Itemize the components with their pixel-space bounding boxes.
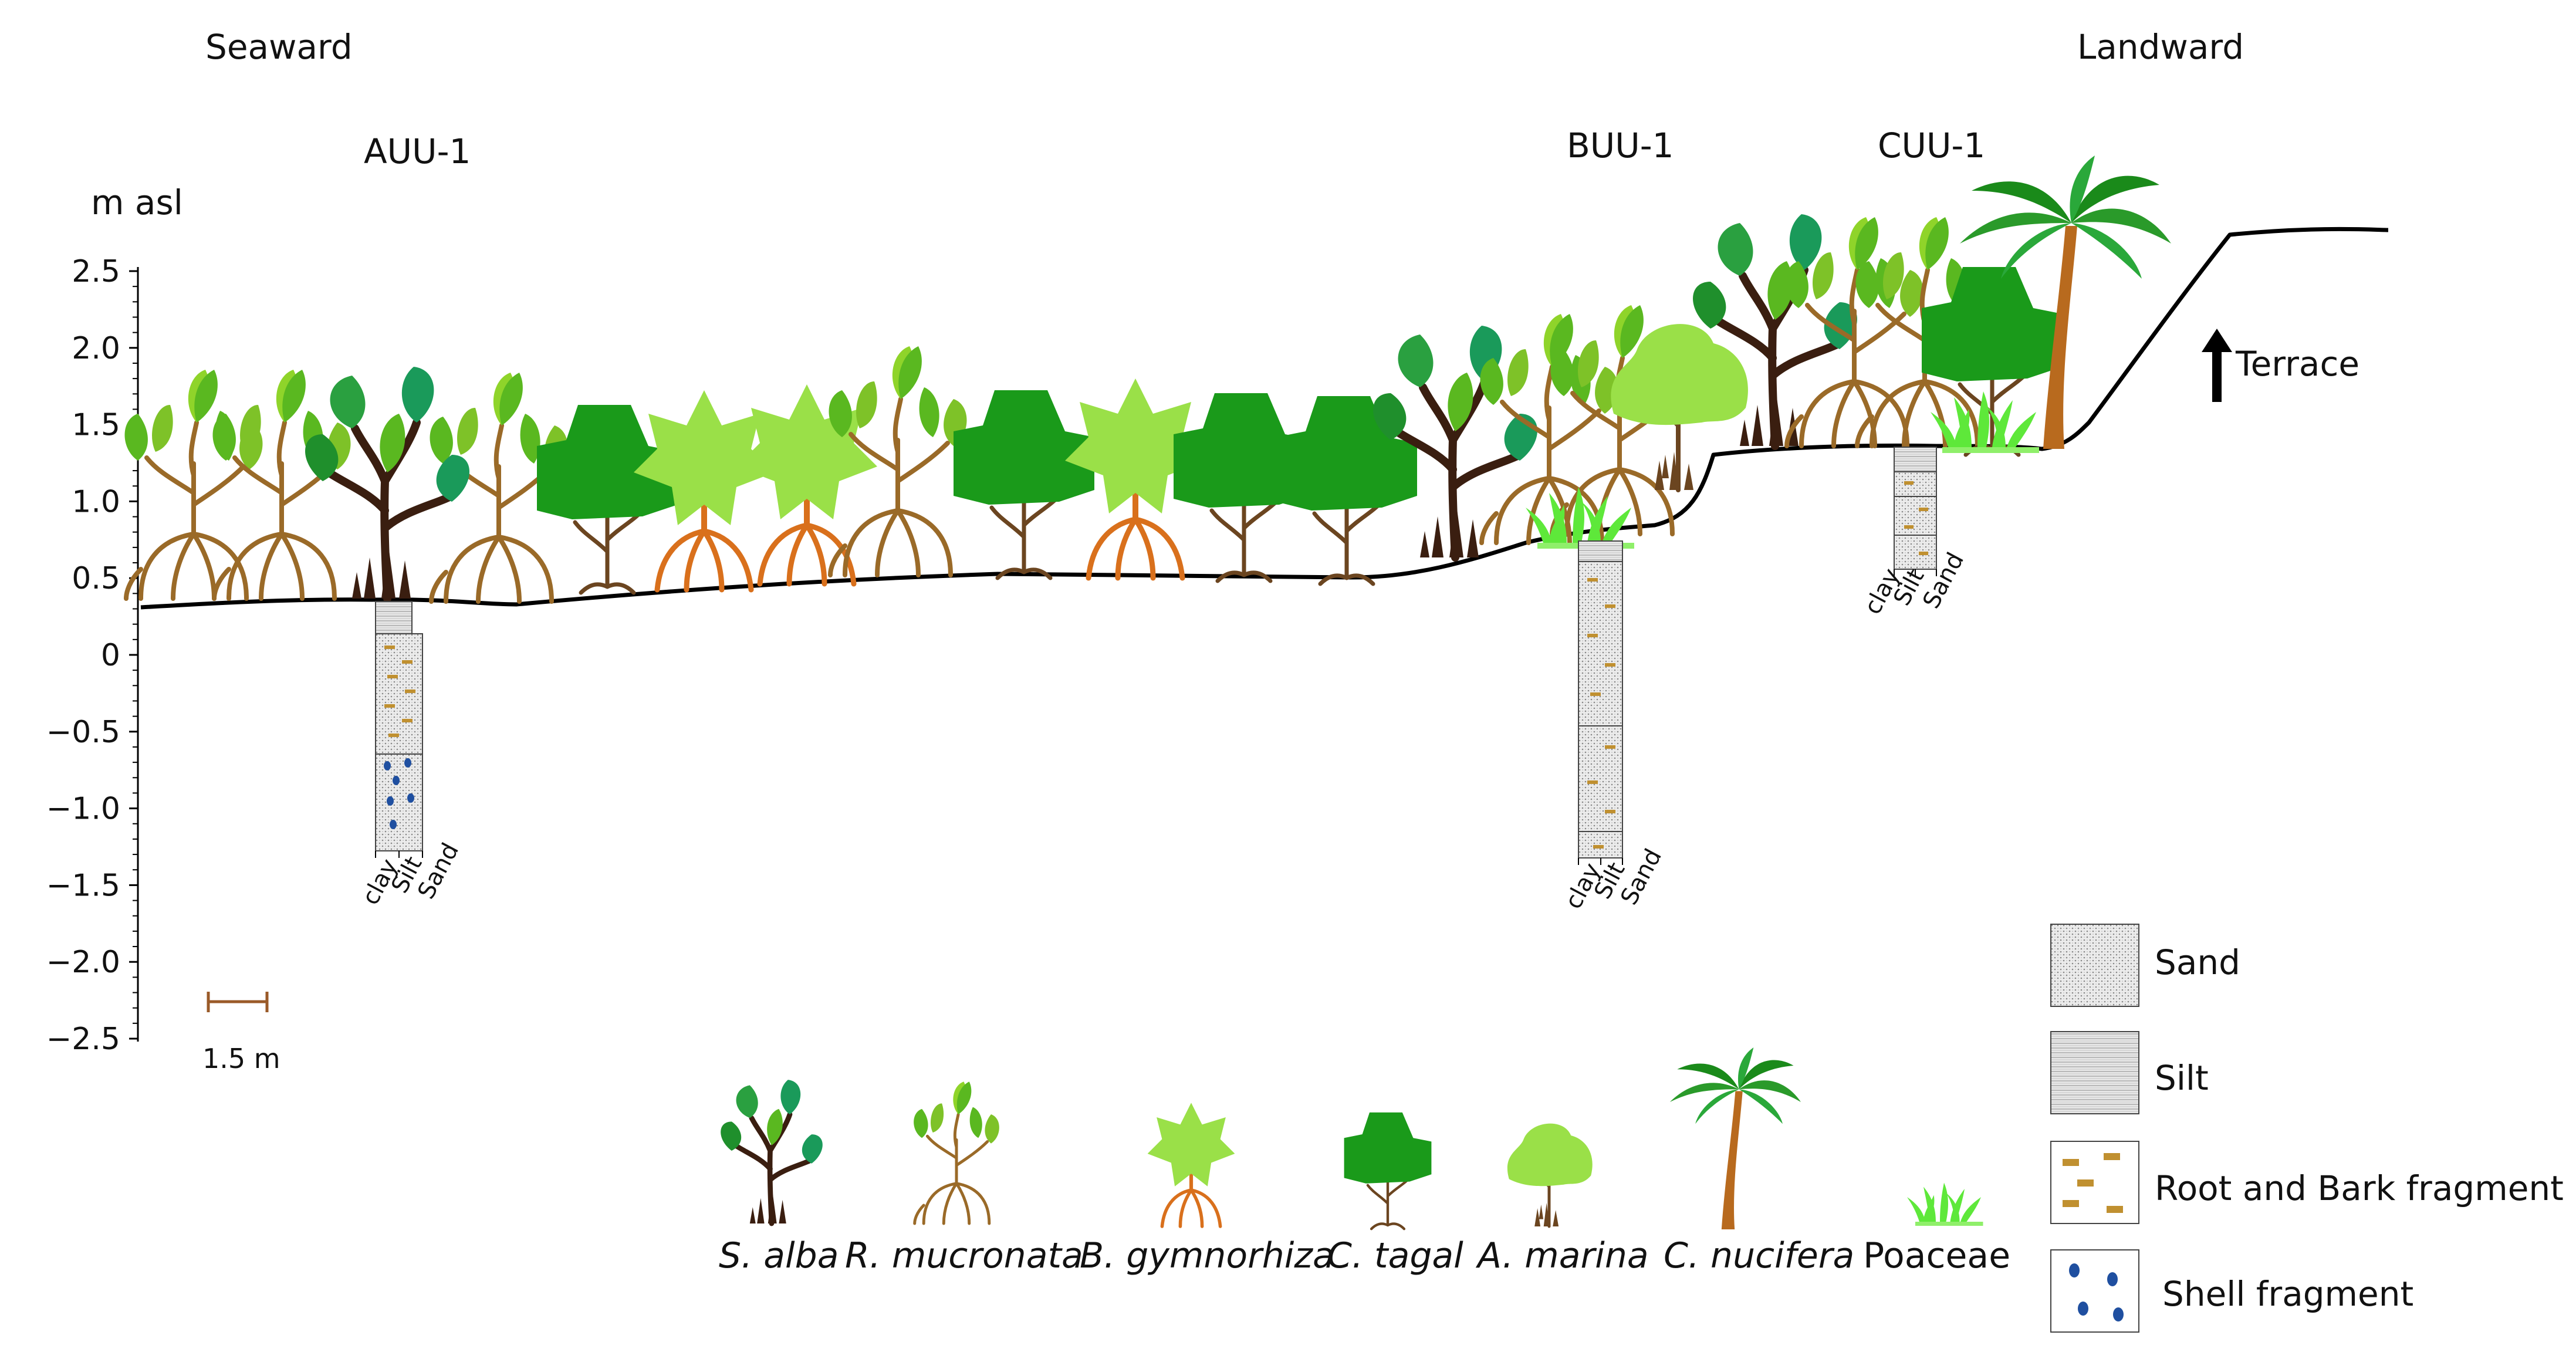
b-gymnorhiza-icon <box>1148 1103 1235 1226</box>
elevation-axis: m asl 2.5 2.0 1.5 1.0 0.5 0 −0.5 −1.0 −1.5 −2.0 −2… <box>46 182 183 1057</box>
s-alba-icon <box>721 1080 823 1223</box>
species-key: S. alba R. mucronata B. gymnorhiza C. ta… <box>719 1047 2010 1276</box>
c-tagal-tree <box>954 390 1094 578</box>
legend-swatch-sand <box>2050 924 2139 1007</box>
root-fragments <box>1904 481 1928 555</box>
scale-bar-label: 1.5 m <box>202 1043 280 1074</box>
poaceae-icon <box>1907 1182 1983 1226</box>
core-cuu1: clay Silt Sand <box>1859 447 1969 619</box>
legend-label-silt: Silt <box>2155 1058 2209 1098</box>
species-label-b-gymnorhiza: B. gymnorhiza <box>1080 1235 1334 1276</box>
seaward-label: Seaward <box>205 27 353 67</box>
site-label-cuu1: CUU-1 <box>1878 126 1985 165</box>
shell-fragments <box>384 758 414 829</box>
legend-swatch-silt <box>2050 1031 2139 1114</box>
axis-tick-label: 2.5 <box>72 254 120 289</box>
legend-label-shell: Shell fragment <box>2162 1274 2413 1314</box>
axis-tick-label: 0.5 <box>72 561 120 596</box>
core-buu1: clay Silt Sand <box>1560 540 1667 914</box>
c-nucifera-icon <box>1669 1047 1801 1229</box>
site-label-auu1: AUU-1 <box>364 131 471 171</box>
b-gymnorhiza-tree <box>736 384 877 584</box>
terrace-label: Terrace <box>2235 344 2359 384</box>
vegetation-profile <box>125 156 2171 601</box>
scale-bar: 1.5 m <box>202 992 280 1074</box>
s-alba-tree <box>305 367 469 599</box>
r-mucronata-tree <box>125 370 263 599</box>
species-label-s-alba: S. alba <box>719 1235 839 1276</box>
axis-tick-label: −1.0 <box>46 792 120 827</box>
species-label-a-marina: A. marina <box>1475 1235 1649 1276</box>
root-fragment-marks <box>2063 1153 2123 1213</box>
axis-tick-label: −1.5 <box>46 868 120 903</box>
landward-label: Landward <box>2077 27 2244 67</box>
legend-label-sand: Sand <box>2155 942 2240 982</box>
species-label-c-tagal: C. tagal <box>1327 1235 1463 1276</box>
species-label-poaceae: Poaceae <box>1863 1235 2010 1276</box>
species-label-r-mucronata: R. mucronata <box>845 1235 1083 1276</box>
c-tagal-icon <box>1344 1113 1432 1229</box>
axis-tick-label: 2.0 <box>72 331 120 366</box>
species-label-c-nucifera: C. nucifera <box>1664 1235 1854 1276</box>
axis-tick-label: −0.5 <box>46 715 120 750</box>
site-label-buu1: BUU-1 <box>1567 126 1674 165</box>
shell-fragment-marks <box>2069 1263 2124 1321</box>
legend-label-root: Root and Bark fragment <box>2155 1168 2564 1208</box>
sediment-legend: Sand Silt Root and Bark fragment Shell f… <box>2050 924 2564 1333</box>
legend-swatch-root <box>2050 1141 2139 1224</box>
r-mucronata-icon <box>914 1081 999 1223</box>
legend-swatch-shell <box>2050 1249 2139 1333</box>
core-auu1: clay Silt Sand <box>357 601 464 910</box>
root-fragments <box>384 645 415 737</box>
up-arrow-icon <box>2202 329 2232 402</box>
axis-tick-label: 1.5 <box>72 408 120 443</box>
a-marina-icon <box>1507 1124 1593 1226</box>
axis-tick-label: 0 <box>101 638 120 673</box>
root-fragments <box>1587 578 1615 849</box>
axis-tick-label: 1.0 <box>72 484 120 519</box>
axis-tick-label: −2.0 <box>46 945 120 980</box>
terrace-indicator: Terrace <box>2202 329 2359 402</box>
axis-unit-label: m asl <box>91 182 183 222</box>
axis-tick-label: −2.5 <box>46 1022 120 1057</box>
r-mucronata-tree <box>213 370 351 599</box>
